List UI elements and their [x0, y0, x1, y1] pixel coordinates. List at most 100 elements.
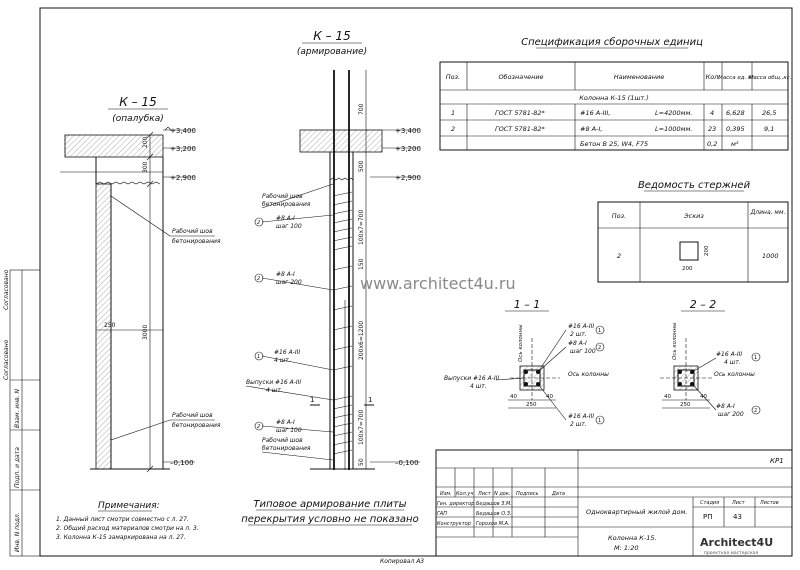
reinf-dim-100x7: 100х7=700	[358, 210, 365, 245]
typical-note-line1: Типовое армирование плиты	[253, 499, 406, 510]
spec-r1-len: L=4200мм.	[655, 109, 692, 117]
spec-r1-qty: 4	[710, 109, 714, 117]
level-3200: +3,200	[170, 145, 196, 153]
callout-main-bar: #16 А-III	[274, 349, 300, 356]
s22-stirrup: #8 А-I	[716, 403, 735, 410]
spec-r2-total: 9,1	[764, 125, 774, 133]
reinf-dim-500: 500	[358, 160, 365, 172]
spec-r3-qty: 0,2	[707, 140, 717, 148]
spec-r2-len: L=1000мм.	[655, 125, 692, 133]
notes-title: Примечания:	[98, 501, 160, 511]
formwork-view: К – 15 (опалубка) 200 300 3000 250 +3,40…	[60, 95, 221, 473]
spec-r1-mass: 6,628	[726, 109, 745, 117]
spec-group: Колонна К-15 (1шт.)	[579, 94, 649, 102]
copy-label: Копировал А3	[380, 558, 424, 565]
tb-h-sign: Подпись	[516, 491, 539, 497]
s11-starter-qty: 4 шт.	[470, 383, 487, 390]
reinf-level-3200: +3,200	[395, 145, 421, 153]
stirrups	[332, 191, 353, 455]
slab-reinf	[299, 129, 383, 153]
tb-h-date: Дата	[551, 491, 565, 497]
tb-h-kol: Кол.уч.	[456, 491, 475, 497]
title-block: КР1 Изм. Кол.уч. Лист N док. Подпись Дат…	[435, 449, 793, 557]
rebar-list-title: Ведомость стержней	[638, 180, 751, 191]
callout-stirrup-100b-2: шаг 100	[276, 427, 302, 434]
s22-dim-40b: 40	[700, 394, 707, 400]
note-3: 3. Колонна К-15 замаркирована на л. 27.	[56, 534, 186, 541]
spec-r1-doc: ГОСТ 5781-82*	[495, 109, 545, 117]
spec-h-mass: Масса ед. кг.	[718, 75, 756, 81]
section-2-2: 2 – 2 #16 А-III 4 шт. Ось колонны Ось ко…	[660, 298, 761, 418]
dim-200: 200	[142, 136, 149, 148]
tb-stage-h: Стадия	[700, 500, 719, 506]
s11-axis-a: Ось колонны	[518, 324, 524, 362]
dim-300: 300	[142, 161, 149, 173]
dim-250: 250	[104, 322, 116, 329]
tb-logo-sub: проектная мастерская	[704, 551, 758, 556]
spec-h-qty: Кол.	[706, 73, 721, 81]
tb-stage: РП	[703, 513, 713, 521]
rebar-h-sketch: Эскиз	[683, 212, 704, 220]
rebar-r-pos: 2	[617, 252, 621, 260]
typical-note: Типовое армирование плиты перекрытия усл…	[241, 499, 419, 526]
s11-dim-40b: 40	[546, 394, 553, 400]
joint-label-top: Рабочий шов	[172, 228, 213, 235]
spec-r2-qty: 23	[708, 125, 716, 133]
spec-r2-name: #8 А-I,	[580, 125, 602, 133]
callout-num-2c: 2	[257, 424, 260, 430]
tb-role-1: Ген. директор	[437, 501, 474, 507]
s11-starter: Выпуски #16 А-III	[444, 375, 499, 382]
slab-section	[64, 134, 164, 158]
tb-role-2: ГАП	[437, 511, 447, 517]
s11-stirrup: #8 А-I	[568, 340, 587, 347]
reinf-level-3400: +3,400	[395, 127, 421, 135]
strip-approved: Согласовано	[3, 339, 10, 380]
tb-sheet: 43	[733, 513, 742, 521]
joint-label-bottom: Рабочий шов	[172, 412, 213, 419]
callout-stirrup-100b: #8 А-I	[276, 419, 295, 426]
section11-title: 1 – 1	[514, 298, 541, 311]
spec-h-pos: Поз.	[446, 73, 460, 81]
s11-axis-b: Ось колонны	[568, 371, 609, 378]
s11-num-1b: 1	[598, 418, 601, 424]
joint-label-top-2: бетонирования	[172, 238, 221, 245]
strip-inv-orig: Инв. N подл.	[14, 512, 21, 552]
spec-r2-doc: ГОСТ 5781-82*	[495, 125, 545, 133]
s22-dim-40a: 40	[664, 394, 671, 400]
spec-r1-total: 26,5	[762, 109, 776, 117]
spec-h-total: Масса общ.,кг.	[749, 75, 792, 81]
callout-num-1: 1	[257, 354, 260, 360]
spec-r2-pos: 2	[451, 125, 455, 133]
callout-num-2b: 2	[257, 276, 260, 282]
notes-block: Примечания: 1. Данный лист смотри совмес…	[56, 501, 199, 541]
s11-dim-40a: 40	[510, 394, 517, 400]
reinf-dims: 700 500 100х7=700 150 200х6=1200 100х7=7…	[358, 103, 365, 466]
rebar-dim-a: 200	[682, 266, 693, 272]
left-binding-strip: Согласовано Взам. инв. N Подп. и дата Ин…	[3, 269, 41, 557]
tb-drawing-title: Колонна К-15.	[608, 534, 657, 542]
note-1: 1. Данный лист смотри совместно с л. 27.	[56, 516, 189, 523]
callout-stirrup-100: #8 А-I	[276, 215, 295, 222]
tb-name-1: Бедашов З.М.	[476, 501, 512, 507]
callout-stirrup-100-2: шаг 100	[276, 223, 302, 230]
callout-main-bar-2: 4 шт.	[274, 357, 291, 364]
tb-logo: Architect4U	[700, 536, 773, 549]
tb-role-3: Конструктор	[437, 521, 471, 527]
callout-stirrup-200: #8 А-I	[276, 271, 295, 278]
rebar-list: Ведомость стержней Поз. Эскиз Длина, мм.…	[597, 180, 789, 283]
stirrup-sketch	[679, 241, 699, 261]
joint-label-bottom-2: бетонирования	[172, 422, 221, 429]
spec-rows: 1 ГОСТ 5781-82* #16 А-III, L=4200мм. 4 6…	[451, 109, 776, 148]
spec-r3-name: Бетон В 25, W4, F75	[580, 140, 648, 148]
strip-replace-inv: Взам. инв. N	[14, 389, 21, 428]
tb-sheet-h: Лист	[731, 500, 746, 506]
formwork-title: К – 15	[119, 95, 156, 109]
callout-joint-top-2: бетонирования	[262, 201, 311, 208]
reinforcement-view: К – 15 (армирование)	[245, 29, 421, 470]
level-marks: +3,400 +3,200 +2,900 –0,100	[163, 126, 196, 467]
spec-title: Спецификация сборочных единиц	[521, 36, 703, 48]
s22-axis-a: Ось колонны	[672, 322, 678, 360]
s11-bar-bottom-qty: 2 шт.	[570, 421, 587, 428]
tb-code: КР1	[770, 457, 784, 465]
